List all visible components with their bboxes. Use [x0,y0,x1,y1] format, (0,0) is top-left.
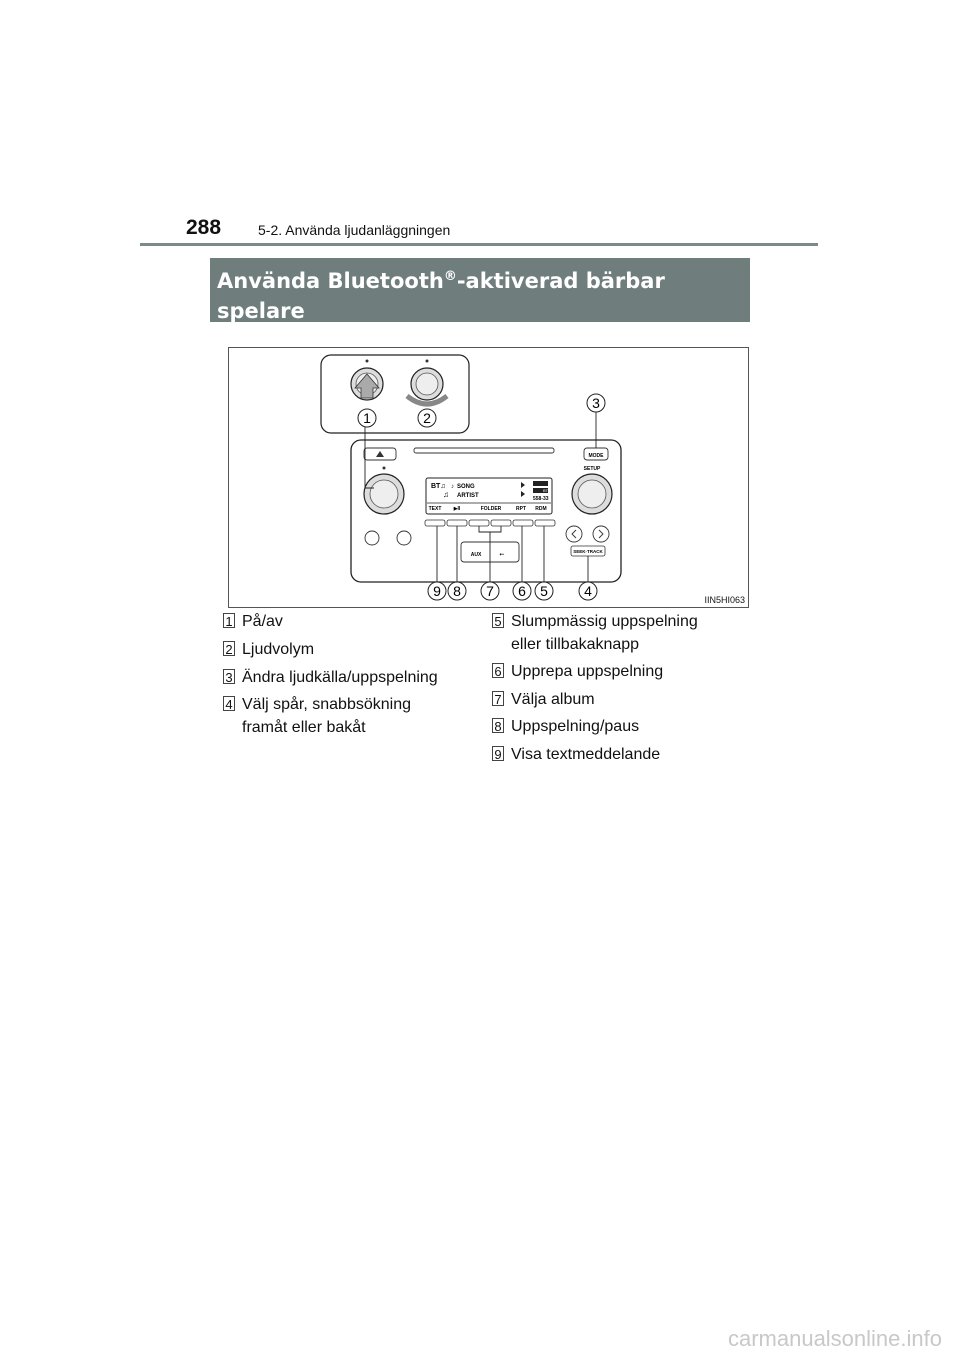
callout-4 [578,581,598,601]
callout-9-label: 9 [433,583,441,599]
callout-3 [586,393,606,413]
svg-text:♪: ♪ [451,484,454,490]
callout-8-label: 8 [453,583,461,599]
press-arrow-icon [354,373,380,399]
callout-8 [447,581,467,601]
registered-mark: ® [443,269,457,284]
legend-text-3: Ändra ljudkälla/uppspelning [242,669,438,686]
legend-num-7: 7 [492,691,504,707]
callout-2-label: 2 [423,410,431,426]
legend-num-6: 6 [492,663,504,679]
legend-text-7: Välja album [511,691,595,708]
softkey-play-pause: ▶II [453,506,461,512]
softkey-rdm: RDM [535,506,546,512]
watermark-link[interactable]: carmanualsonline.info [727,1326,942,1351]
legend-text-8: Uppspelning/paus [511,718,640,735]
legend-text-6: Upprepa uppspelning [511,663,664,680]
display-softkeys: TEXT ▶II FOLDER RPT RDM [429,506,547,512]
softkey-text: TEXT [429,506,442,512]
banner-title-part2: -aktiverad bärbar [456,269,665,293]
callout-4-label: 4 [584,583,592,599]
seek-track-label: SEEK·TRACK [573,549,603,554]
callout-7-label: 7 [486,583,494,599]
display-screen [425,477,553,515]
section-title: 5-2. Använda ljudanläggningen [258,222,451,238]
legend-num-3: 3 [223,669,235,685]
callout-6 [512,581,532,601]
display-song: SONG [457,484,475,490]
figure-code: IIN5HI063 [704,595,745,605]
callout-1 [357,408,377,428]
legend-text-9: Visa textmeddelande [511,746,661,763]
legend-text-4: Välj spår, snabbsökning framåt eller bak… [242,696,411,736]
callout-7 [480,581,500,601]
legend-text-1: På/av [242,613,283,630]
audio-unit-illustration: MODE SETUP BT♫ ♪ SONG ♫ ARTIST BT 558-33… [320,354,622,601]
page-number: 288 [186,216,222,239]
legend-num-2: 2 [223,641,235,657]
callout-3-label: 3 [592,395,600,411]
svg-text:BT♫: BT♫ [431,483,446,490]
legend-text-5: Slumpmässig uppspelning eller tillbakakn… [511,613,698,653]
display-artist: ARTIST [457,493,479,499]
callout-5-label: 5 [540,583,548,599]
knob-inset-box [320,354,470,434]
softkey-folder: FOLDER [481,506,502,512]
aux-label: AUX [471,552,482,558]
display-counter: 558-33 [533,496,549,502]
svg-text:♫: ♫ [443,490,449,499]
callout-1-label: 1 [363,410,371,426]
display-bt-badge: BT [543,488,549,493]
section-banner: Använda Bluetooth®-aktiverad bärbar spel… [210,258,750,323]
mode-label: MODE [589,453,605,459]
callout-5 [534,581,554,601]
callout-6-label: 6 [518,583,526,599]
banner-title-part1: Använda Bluetooth [217,269,444,293]
rotate-arrow-icon [405,393,449,407]
legend-num-9: 9 [492,746,504,762]
softkey-rpt: RPT [516,506,526,512]
cd-slot [413,447,555,454]
seek-forward-button [592,525,610,543]
header-divider [140,243,818,246]
legend-num-1: 1 [223,613,235,629]
setup-label: SETUP [584,466,601,472]
legend-num-8: 8 [492,718,504,734]
legend-num-4: 4 [223,696,235,712]
seek-back-button [565,525,583,543]
svg-text:⇜: ⇜ [499,551,504,558]
banner-title-line2: spelare [217,299,305,323]
legend-num-5: 5 [492,613,504,629]
audio-unit-figure: MODE SETUP BT♫ ♪ SONG ♫ ARTIST BT 558-33… [228,347,749,608]
callout-9 [427,581,447,601]
legend-text-2: Ljudvolym [242,641,315,658]
callout-2 [417,408,437,428]
